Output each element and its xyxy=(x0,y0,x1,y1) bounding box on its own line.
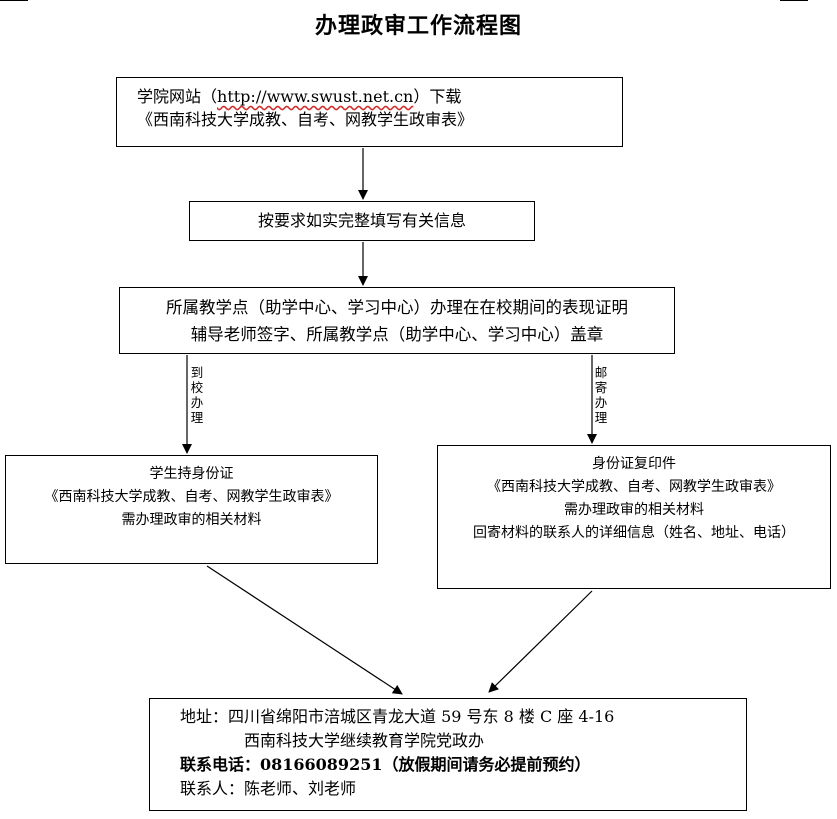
step-by-mail-line1: 身份证复印件 xyxy=(592,456,676,472)
branch-label-char: 办 xyxy=(190,395,204,410)
page-title: 办理政审工作流程图 xyxy=(314,13,522,39)
branch-label-by-mail: 邮 寄 办 理 xyxy=(594,365,608,425)
step-by-mail-line2: 《西南科技大学成教、自考、网教学生政审表》 xyxy=(487,479,781,495)
download-suffix: ）下载 xyxy=(413,87,462,106)
corner-mark-left xyxy=(0,0,28,1)
contact-box: 地址：四川省绵阳市涪城区青龙大道 59 号东 8 楼 C 座 4-16 西南科技… xyxy=(149,698,747,811)
step-by-mail-box: 身份证复印件 《西南科技大学成教、自考、网教学生政审表》 需办理政审的相关材料 … xyxy=(437,445,831,589)
step-by-mail-line3: 需办理政审的相关材料 xyxy=(564,502,704,518)
step-in-person-line3: 需办理政审的相关材料 xyxy=(121,512,262,528)
contact-people: 联系人：陈老师、刘老师 xyxy=(180,779,357,798)
branch-label-char: 办 xyxy=(594,395,608,410)
step-download-box: 学院网站（http://www.swust.net.cn）下载 《西南科技大学成… xyxy=(116,77,623,147)
step-download-line1: 学院网站（http://www.swust.net.cn）下载 xyxy=(137,85,622,108)
step-download-form-name: 《西南科技大学成教、自考、网教学生政审表》 xyxy=(137,110,474,129)
branch-label-char: 理 xyxy=(190,410,204,425)
college-website-link[interactable]: http://www.swust.net.cn xyxy=(217,87,414,106)
branch-label-char: 寄 xyxy=(594,380,608,395)
step-in-person-line1: 学生持身份证 xyxy=(149,466,234,482)
step-in-person-box: 学生持身份证 《西南科技大学成教、自考、网教学生政审表》 需办理政审的相关材料 xyxy=(5,455,378,564)
step-fill-box: 按要求如实完整填写有关信息 xyxy=(189,201,535,241)
branch-label-char: 理 xyxy=(594,410,608,425)
branch-label-char: 邮 xyxy=(594,365,608,380)
contact-office: 西南科技大学继续教育学院党政办 xyxy=(244,731,485,750)
branch-label-char: 到 xyxy=(190,365,204,380)
step-certify-line2: 辅导老师签字、所属教学点（助学中心、学习中心）盖章 xyxy=(190,325,604,344)
step-certify-line1: 所属教学点（助学中心、学习中心）办理在在校期间的表现证明 xyxy=(166,298,628,317)
step-certify-box: 所属教学点（助学中心、学习中心）办理在在校期间的表现证明 辅导老师签字、所属教学… xyxy=(119,287,675,354)
step-in-person-line2: 《西南科技大学成教、自考、网教学生政审表》 xyxy=(44,489,339,505)
arrow-in-person-to-contact xyxy=(206,565,403,695)
arrow-mail-to-contact xyxy=(488,590,593,693)
step-fill-text: 按要求如实完整填写有关信息 xyxy=(257,211,466,230)
download-prefix: 学院网站（ xyxy=(137,87,218,106)
contact-address: 地址：四川省绵阳市涪城区青龙大道 59 号东 8 楼 C 座 4-16 xyxy=(180,707,615,726)
branch-label-char: 校 xyxy=(190,380,204,395)
corner-mark-right xyxy=(780,0,808,1)
branch-label-in-person: 到 校 办 理 xyxy=(190,365,204,425)
contact-phone: 联系电话：08166089251（放假期间请务必提前预约） xyxy=(180,755,591,774)
step-by-mail-line4: 回寄材料的联系人的详细信息（姓名、地址、电话） xyxy=(473,525,795,541)
